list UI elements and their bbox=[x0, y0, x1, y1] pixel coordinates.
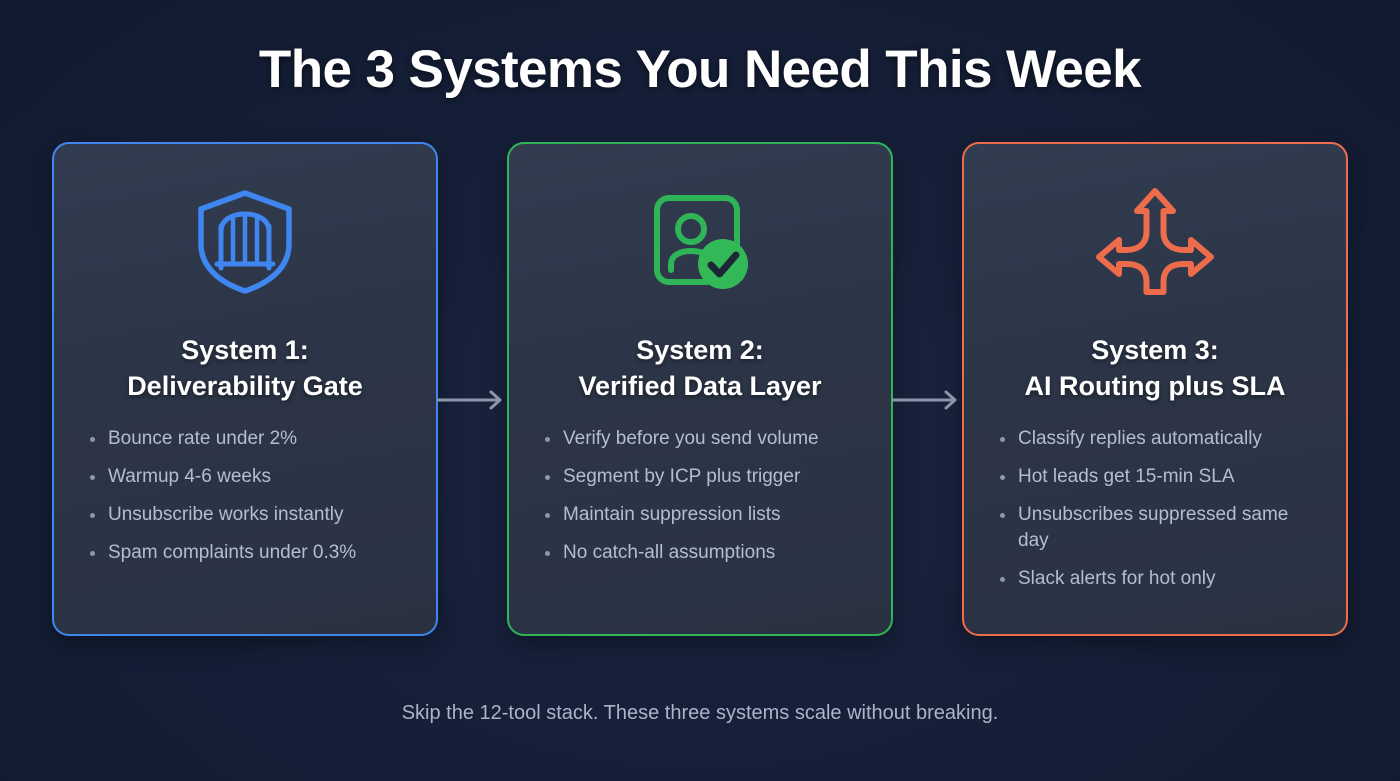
list-item: Spam complaints under 0.3% bbox=[82, 540, 408, 566]
card-title: System 3: AI Routing plus SLA bbox=[1024, 335, 1286, 401]
list-item: Segment by ICP plus trigger bbox=[537, 464, 863, 490]
system-card-3[interactable]: System 3: AI Routing plus SLA Classify r… bbox=[962, 142, 1348, 636]
list-item: Bounce rate under 2% bbox=[82, 426, 408, 452]
list-item: No catch-all assumptions bbox=[537, 540, 863, 566]
list-item: Unsubscribes suppressed same day bbox=[992, 502, 1318, 554]
list-item: Classify replies automatically bbox=[992, 426, 1318, 452]
list-item: Warmup 4-6 weeks bbox=[82, 464, 408, 490]
system-card-1[interactable]: System 1: Deliverability Gate Bounce rat… bbox=[52, 142, 438, 636]
card-bullet-list: Bounce rate under 2% Warmup 4-6 weeks Un… bbox=[76, 426, 414, 578]
list-item: Unsubscribe works instantly bbox=[82, 502, 408, 528]
card-bullet-list: Classify replies automatically Hot leads… bbox=[986, 426, 1324, 604]
page-title: The 3 Systems You Need This Week bbox=[258, 40, 1142, 99]
list-item: Slack alerts for hot only bbox=[992, 566, 1318, 592]
systems-card-row: System 1: Deliverability Gate Bounce rat… bbox=[52, 142, 1348, 636]
verified-contact-icon bbox=[647, 188, 753, 296]
list-item: Maintain suppression lists bbox=[537, 502, 863, 528]
shield-gate-icon bbox=[193, 188, 297, 296]
list-item: Hot leads get 15-min SLA bbox=[992, 464, 1318, 490]
system-card-2[interactable]: System 2: Verified Data Layer Verify bef… bbox=[507, 142, 893, 636]
three-way-routing-arrow-icon bbox=[1094, 188, 1216, 296]
list-item: Verify before you send volume bbox=[537, 426, 863, 452]
footer-note: Skip the 12-tool stack. These three syst… bbox=[401, 702, 999, 724]
card-bullet-list: Verify before you send volume Segment by… bbox=[531, 426, 869, 578]
card-title: System 2: Verified Data Layer bbox=[578, 335, 822, 401]
card-title: System 1: Deliverability Gate bbox=[127, 335, 363, 401]
